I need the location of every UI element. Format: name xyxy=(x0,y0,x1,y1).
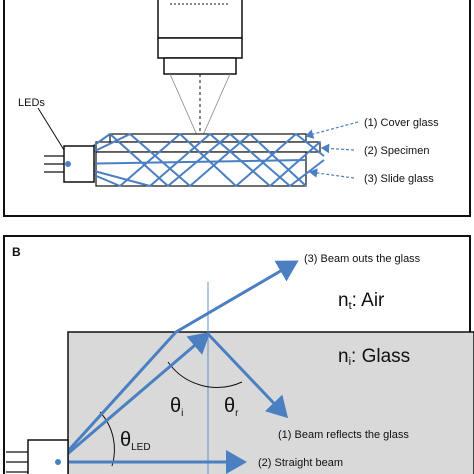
theta-i-label: θi xyxy=(170,395,183,419)
panel-a: LEDs (1) Cover glass (2) Specimen (3) Sl… xyxy=(3,0,471,217)
theta-led-label: θLED xyxy=(120,429,151,453)
beam-incident xyxy=(57,332,211,464)
leds-label: LEDs xyxy=(18,97,45,109)
air-label: nt: Air xyxy=(338,290,385,312)
callout-slide-glass: (3) Slide glass xyxy=(364,173,434,185)
angle-arc-ir xyxy=(167,361,243,388)
panel-b-letter: B xyxy=(12,245,21,259)
panel-a-frame xyxy=(3,0,471,217)
led-icon-b xyxy=(55,459,61,465)
objective-lens xyxy=(157,0,243,150)
label-beam-outs: (3) Beam outs the glass xyxy=(304,253,421,265)
beam-outs-glass xyxy=(175,260,299,334)
glass-label: ni: Glass xyxy=(338,346,410,368)
theta-r-label: θr xyxy=(224,395,239,419)
callout-arrows xyxy=(304,121,359,179)
light-beams-b xyxy=(56,260,299,474)
beam-to-surface-left xyxy=(56,330,178,464)
callout-specimen: (2) Specimen xyxy=(364,145,429,157)
label-beam-straight: (2) Straight beam xyxy=(258,457,343,469)
panel-b: B nt: Air ni: Glass θi θr θLED xyxy=(3,235,474,474)
led-holder-b xyxy=(6,439,69,474)
label-beam-reflects: (1) Beam reflects the glass xyxy=(278,429,409,441)
led-holder xyxy=(37,107,95,183)
beam-reflected xyxy=(206,332,289,419)
angle-arc-led xyxy=(99,411,115,467)
callout-cover-glass: (1) Cover glass xyxy=(364,117,439,129)
led-icon xyxy=(65,161,71,167)
